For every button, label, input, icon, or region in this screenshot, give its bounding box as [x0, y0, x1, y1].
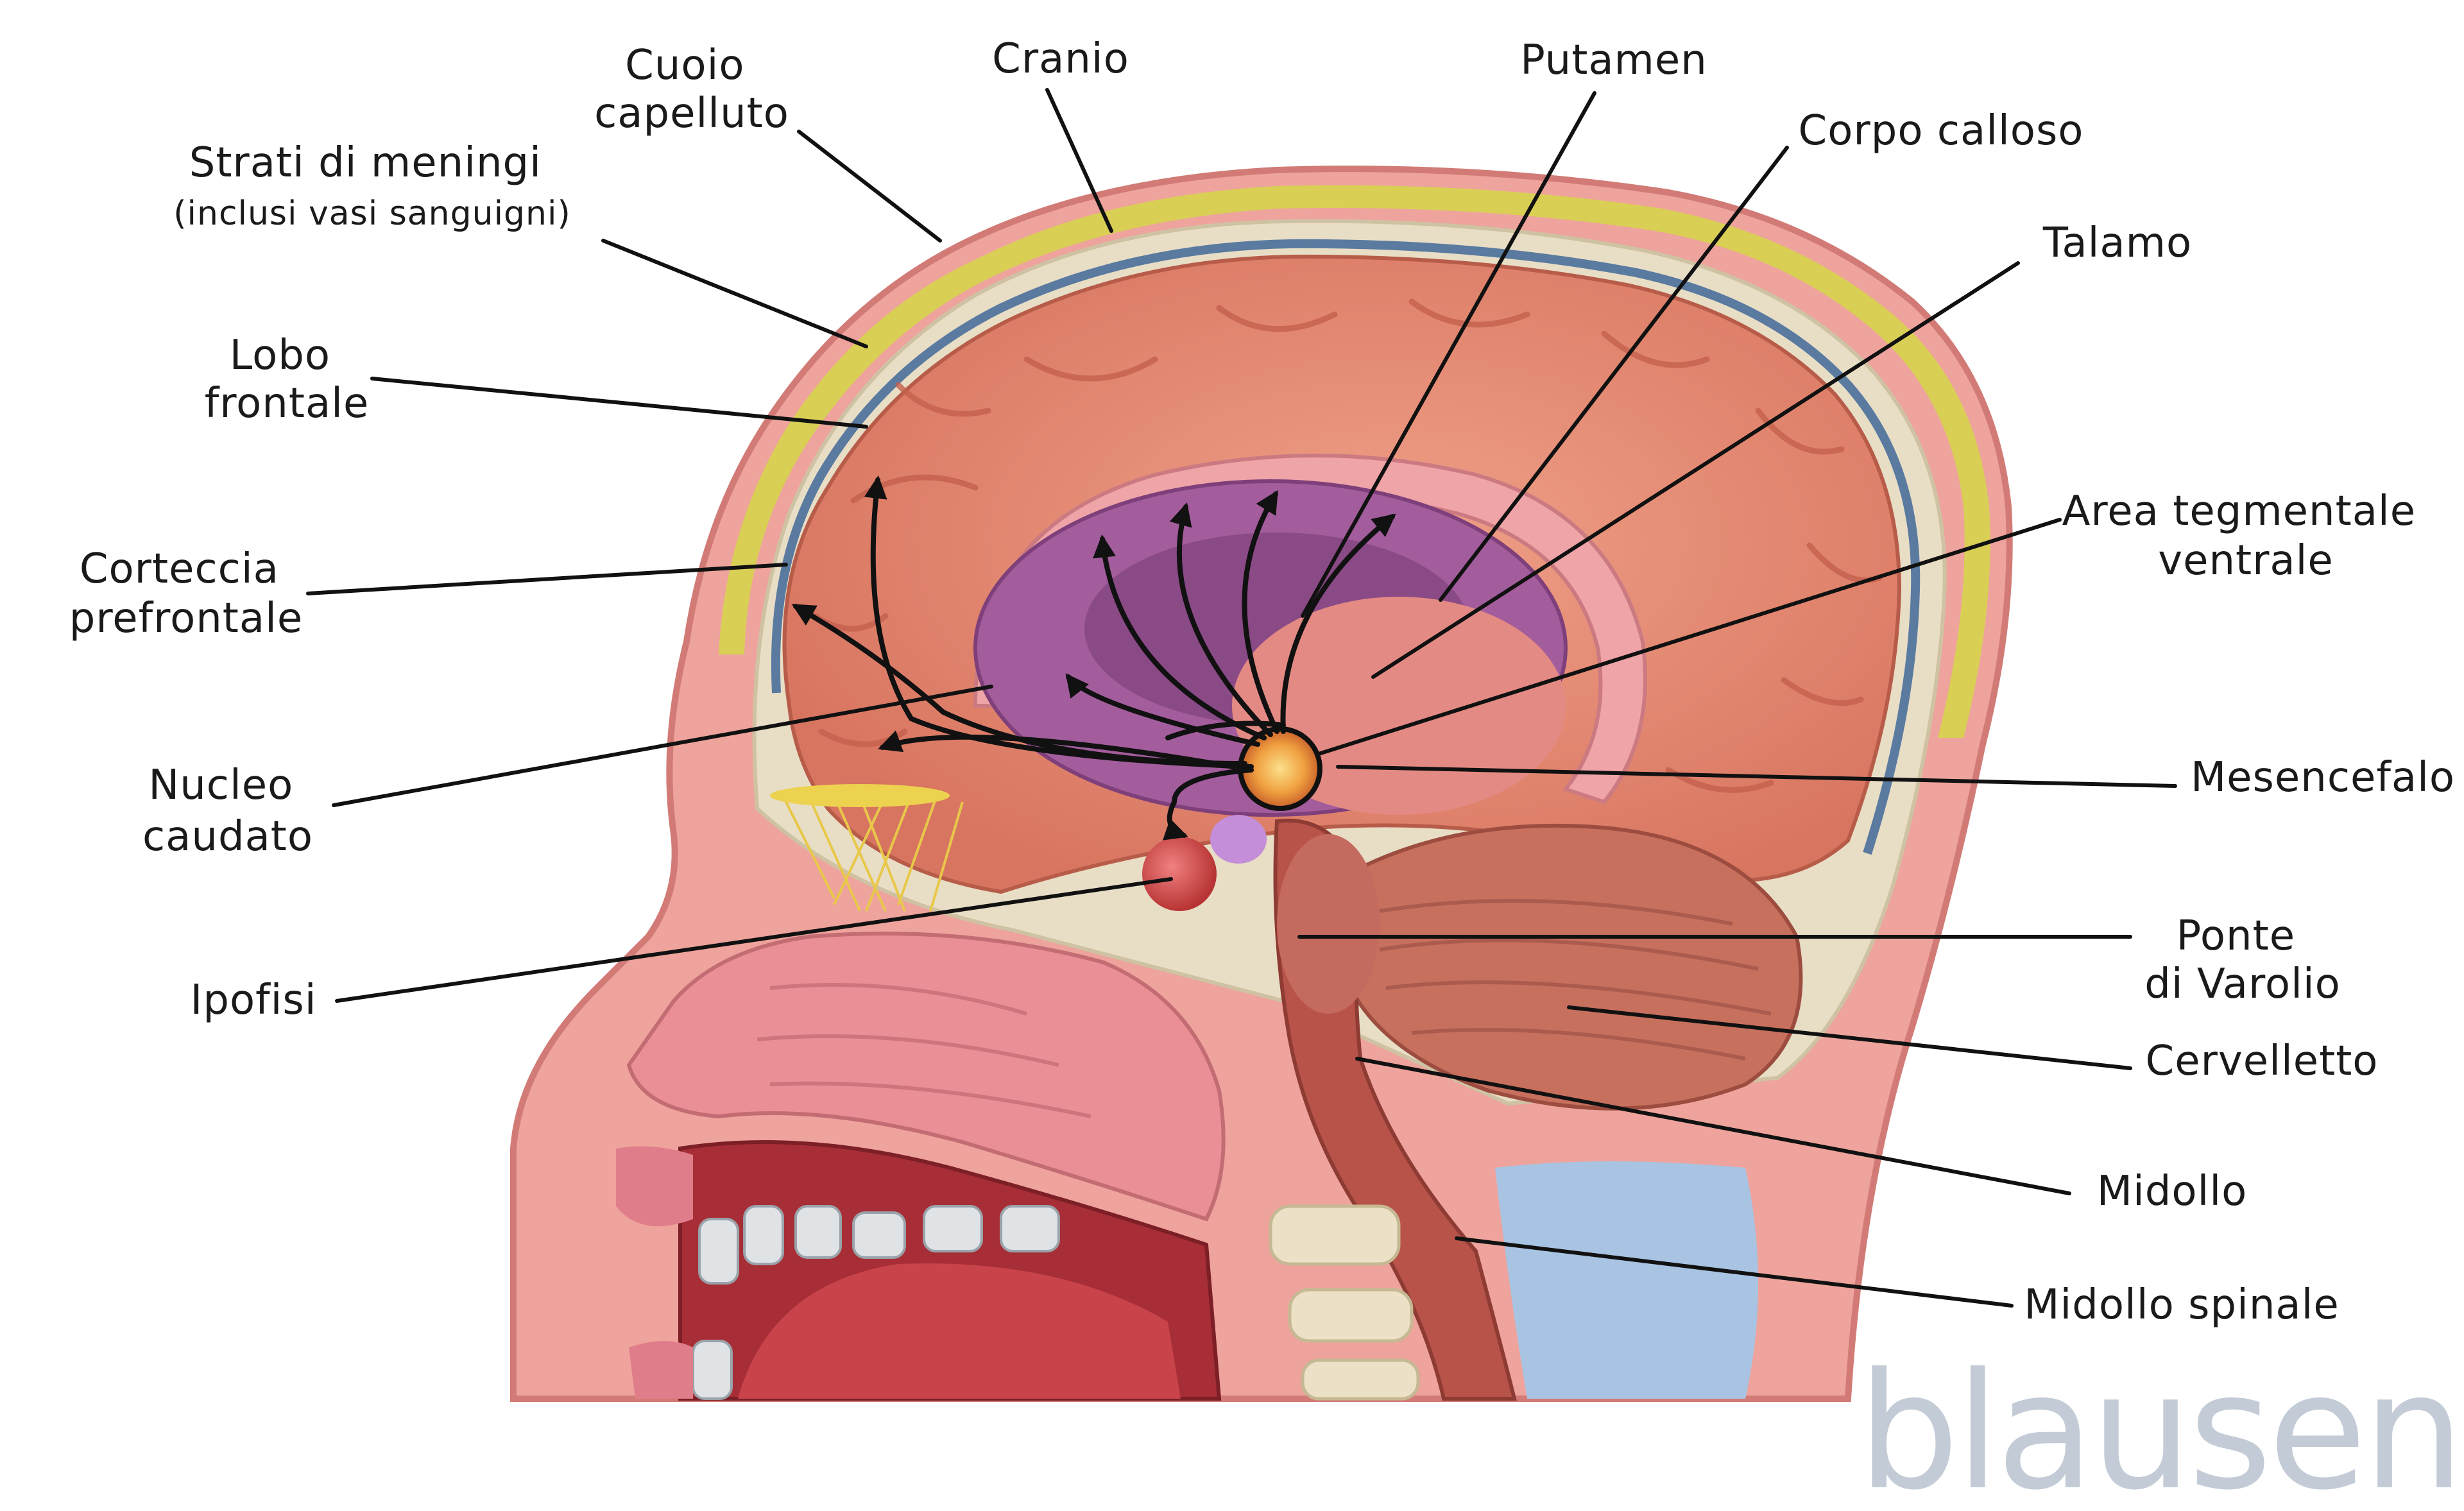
label-nucleo-caudato: Nucleo caudato [142, 762, 313, 860]
teeth [692, 1205, 1060, 1400]
label-area-tegmentale-ventrale: Area tegmentale ventrale [2062, 488, 2430, 585]
pathway-arrow [1169, 502, 1273, 737]
blausen-logo: blausen [1858, 1338, 2461, 1511]
leader-lines [306, 88, 2177, 1308]
pathway-arrow [1093, 534, 1267, 740]
label-corteccia-prefrontale: Corteccia prefrontale [69, 545, 304, 642]
label-strati-meningi: Strati di meningi (inclusi vasi sanguign… [173, 139, 571, 233]
label-line: di Varolio [2144, 960, 2341, 1008]
cerebellum-shape [1326, 823, 1803, 1111]
leader-corpo-calloso [1439, 146, 1789, 602]
label-putamen: Putamen [1520, 37, 1707, 84]
lower-lip [629, 1341, 693, 1399]
label-line: Cuoio [625, 42, 744, 89]
label-line: Cervelletto [2146, 1037, 2379, 1085]
label-line: ventrale [2158, 537, 2334, 585]
label-midollo: Midollo [2097, 1168, 2248, 1215]
label-line: Talamo [2042, 219, 2192, 267]
label-midollo-spinale: Midollo spinale [2024, 1281, 2340, 1329]
label-line: Ponte [2177, 912, 2296, 960]
label-line: (inclusi vasi sanguigni) [173, 194, 571, 233]
nasal-folds [757, 983, 1091, 1118]
olfactory-bulb [770, 784, 950, 807]
pathway-arrow [1065, 673, 1260, 747]
label-line: Mesencefalo [2191, 754, 2455, 801]
pathway-arrow [791, 604, 1247, 766]
label-mesencefalo: Mesencefalo [2191, 754, 2455, 801]
label-cuoio-capelluto: Cuoio capelluto [594, 42, 789, 137]
leader-area-tegmentale [1317, 518, 2062, 756]
leader-midollo [1355, 1057, 2071, 1195]
label-line: Putamen [1520, 37, 1707, 84]
pathway-arrow [1242, 490, 1279, 734]
label-line: Corpo calloso [1799, 107, 2084, 155]
upper-lip [616, 1146, 693, 1227]
pons-shape [1277, 834, 1380, 1014]
head-illustration [510, 166, 2013, 1402]
label-line: prefrontale [69, 595, 304, 642]
label-ipofisi: Ipofisi [190, 977, 316, 1024]
leader-nucleo-caudato [332, 685, 993, 807]
nasal-cavity [626, 932, 1226, 1222]
label-line: Ipofisi [190, 977, 316, 1024]
dura-mater [771, 239, 1921, 855]
label-line: caudato [142, 813, 313, 860]
tongue [738, 1263, 1181, 1399]
label-talamo: Talamo [2042, 219, 2192, 267]
pathway-arrow [1162, 767, 1254, 841]
label-corpo-calloso: Corpo calloso [1799, 107, 2084, 155]
leader-talamo [1371, 261, 2020, 679]
label-line: Nucleo [148, 762, 293, 809]
leader-meningi [601, 239, 868, 348]
label-cranio: Cranio [992, 35, 1129, 83]
label-line: Corteccia [80, 545, 279, 593]
dopamine-pathways [791, 475, 1396, 841]
csf-region [1495, 1161, 1758, 1399]
vertebrae [1269, 1204, 1420, 1401]
leader-mesencefalo [1336, 765, 2177, 788]
leader-ipofisi [335, 877, 1173, 1003]
leader-putamen [1301, 91, 1596, 618]
olfactory-fibers [782, 795, 964, 912]
label-line: frontale [205, 380, 370, 427]
label-line: Midollo [2097, 1168, 2248, 1215]
leader-lobo-frontale [370, 377, 868, 429]
label-line: capelluto [594, 90, 789, 137]
leader-corteccia [306, 563, 788, 595]
labels: Cuoio capelluto Cranio Putamen Corpo cal… [69, 35, 2455, 1329]
mammillary-shape [1210, 815, 1267, 864]
label-line: Strati di meningi [189, 139, 542, 187]
label-line: Midollo spinale [2024, 1281, 2340, 1329]
leader-cuoio [797, 130, 942, 243]
leader-midollo-spinale [1455, 1236, 2014, 1308]
label-ponte-di-varolio: Ponte di Varolio [2144, 912, 2341, 1008]
label-line: Lobo [230, 332, 330, 379]
cerebellum-folia [1379, 899, 1772, 1061]
leader-cranio [1045, 88, 1113, 233]
pituitary-shape [1142, 837, 1217, 911]
label-lobo-frontale: Lobo frontale [205, 332, 370, 427]
pathway-arrow [1280, 513, 1396, 734]
pathway-loop [1165, 721, 1286, 740]
leader-cervelletto [1567, 1005, 2132, 1070]
label-cervelletto: Cervelletto [2146, 1037, 2379, 1085]
label-line: Cranio [992, 35, 1129, 83]
label-line: Area tegmentale [2062, 488, 2416, 535]
